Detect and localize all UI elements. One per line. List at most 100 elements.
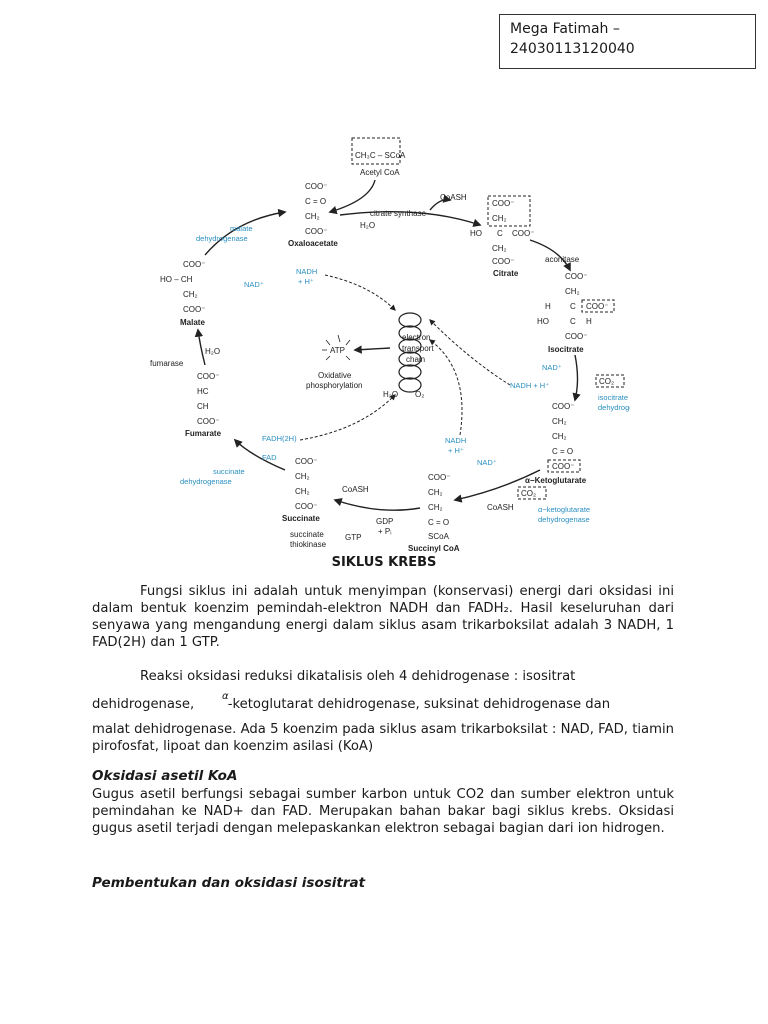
heading-isositrat: Pembentukan dan oksidasi isositrat xyxy=(92,875,366,891)
coo-mark: COO⁻ xyxy=(183,260,205,269)
succinate-dh-1: succinate xyxy=(213,467,245,476)
coash-top-label: CoASH xyxy=(440,193,467,202)
paragraph-1: Fungsi siklus ini adalah untuk menyimpan… xyxy=(92,584,674,650)
atp-burst xyxy=(322,334,351,361)
electron-transport-chain xyxy=(398,312,422,393)
citrate-synthase-label: citrate synthase xyxy=(370,209,427,218)
coo-mark: COO⁻ xyxy=(295,457,317,466)
coo-mark: COO⁻ xyxy=(183,305,205,314)
coo-mark: COO⁻ xyxy=(197,417,219,426)
succinate-label: Succinate xyxy=(282,514,320,523)
figure-caption: SIKLUS KREBS xyxy=(331,555,437,570)
krebs-cycle-diagram: CH₃C – SCoA Acetyl CoA COO⁻ C = O CH₂ CO… xyxy=(150,137,630,553)
citrate-structure: COO⁻ CH₂ HO C COO⁻ CH₂ COO⁻ xyxy=(470,199,534,266)
coo-mark: COO⁻ xyxy=(305,182,327,191)
o2-center-label: O₂ xyxy=(415,390,424,399)
nad-malate-label: NAD⁺ xyxy=(244,280,264,289)
coo-mark: COO⁻ xyxy=(565,272,587,281)
thiokinase-1: succinate xyxy=(290,530,324,539)
h2o-left-label: H₂O xyxy=(205,347,220,356)
coash-bl-label: CoASH xyxy=(342,485,369,494)
acetyl-formula: CH₃C – SCoA xyxy=(355,151,406,160)
c-mark: C xyxy=(570,317,576,326)
ch2-mark: CH₂ xyxy=(305,212,320,221)
ho-mark: HO xyxy=(470,229,482,238)
coo-mark: COO⁻ xyxy=(428,473,450,482)
coo-mark: COO⁻ xyxy=(512,229,534,238)
ch2-mark: CH₂ xyxy=(183,290,198,299)
citrate-synthase-arrow xyxy=(339,210,482,227)
etc-3: chain xyxy=(406,355,425,364)
fumarase-label: fumarase xyxy=(150,359,184,368)
nadh-top-flow xyxy=(324,274,396,311)
hc-mark: HC xyxy=(197,387,209,396)
isocitrate-dh-arrow xyxy=(572,354,581,402)
malate-structure: COO⁻ HO – CH CH₂ COO⁻ xyxy=(160,260,205,314)
fumarate-label: Fumarate xyxy=(185,429,222,438)
pi-label: + Pᵢ xyxy=(378,527,392,536)
isocitrate-structure: COO⁻ CH₂ H C COO⁻ HO C H COO⁻ xyxy=(537,272,608,341)
succinyl-coa-label: Succinyl CoA xyxy=(408,544,460,553)
malate-dh-1: malate xyxy=(230,224,253,233)
citrate-label: Citrate xyxy=(493,269,519,278)
gdp-label: GDP xyxy=(376,517,393,526)
oxaloacetate-structure: COO⁻ C = O CH₂ COO⁻ xyxy=(305,182,327,236)
h-mark: H xyxy=(586,317,592,326)
co2-iso-label: CO₂ xyxy=(599,377,614,386)
scoa-mark: SCoA xyxy=(428,532,450,541)
ch2-mark: CH₂ xyxy=(552,432,567,441)
isocitrate-dh-1: isocitrate xyxy=(598,393,628,402)
coo-mark: COO⁻ xyxy=(565,332,587,341)
fadh2-flow xyxy=(299,394,396,441)
etc-to-atp-arrow xyxy=(353,345,391,354)
alpha-symbol: α xyxy=(222,691,229,702)
coo-mark: COO⁻ xyxy=(552,402,574,411)
etc-1: electron xyxy=(402,333,430,342)
kg-dh-1: α−ketoglutarate xyxy=(538,505,590,514)
isocitrate-dh-2: dehydrogenase xyxy=(598,403,630,412)
paragraph-2-line-1: Reaksi oksidasi reduksi dikatalisis oleh… xyxy=(140,669,576,684)
nad-kg-label: NAD⁺ xyxy=(477,458,497,467)
nadh-iso-label: NADH + H⁺ xyxy=(510,381,549,390)
fumarate-structure: COO⁻ HC CH COO⁻ xyxy=(197,372,219,426)
c-o-mark: C = O xyxy=(428,518,449,527)
ch2-mark: CH₂ xyxy=(492,244,507,253)
nad-iso-label: NAD⁺ xyxy=(542,363,562,372)
paragraph-2-rest: malat dehidrogenase. Ada 5 koenzim pada … xyxy=(92,722,674,754)
h2o-center-label: H₂O xyxy=(383,390,398,399)
acetyl-arrow xyxy=(328,179,376,215)
kg-coo-box xyxy=(547,459,581,473)
malate-dh-arrow xyxy=(204,208,287,256)
ch2-mark: CH₂ xyxy=(428,488,443,497)
nadh-kg-flow xyxy=(429,339,463,436)
ho-mark: HO xyxy=(537,317,549,326)
c-o-mark: C = O xyxy=(305,197,326,206)
coo-mark: COO⁻ xyxy=(586,302,608,311)
ch-mark: CH xyxy=(197,402,209,411)
c-o-mark: C = O xyxy=(552,447,573,456)
malate-dh-2: dehydrogenase xyxy=(196,234,248,243)
isocitrate-coo-box xyxy=(581,299,615,313)
fumarase-arrow xyxy=(194,328,206,366)
coo-mark: COO⁻ xyxy=(492,199,514,208)
fadh2-label: FADH(2H) xyxy=(262,434,297,443)
coash-br-label: CoASH xyxy=(487,503,514,512)
kg-dh-arrow xyxy=(453,469,541,503)
thiokinase-2: thiokinase xyxy=(290,540,327,549)
paragraph-2-line-2: dehidrogenase, -ketoglutarat dehidrogena… xyxy=(92,697,611,712)
ch2-mark: CH₂ xyxy=(295,487,310,496)
coo-mark: COO⁻ xyxy=(305,227,327,236)
succinate-dh-2: dehydrogenase xyxy=(180,477,232,486)
co2-kg-label: CO₂ xyxy=(521,489,536,498)
etc-2: transport xyxy=(402,344,434,353)
oxphos-1: Oxidative xyxy=(318,371,352,380)
nadh-top-2: + H⁺ xyxy=(298,277,314,286)
succinate-dh-arrow xyxy=(233,438,286,471)
oxphos-2: phosphorylation xyxy=(306,381,362,390)
nadh-top-1: NADH xyxy=(296,267,317,276)
ch2-mark: CH₂ xyxy=(295,472,310,481)
atp-label: ATP xyxy=(330,346,345,355)
author-name: Mega Fatimah – xyxy=(510,21,620,37)
succinyl-coa-structure: COO⁻ CH₂ CH₂ C = O SCoA xyxy=(428,473,450,541)
nadh-kg-1: NADH xyxy=(445,436,466,445)
